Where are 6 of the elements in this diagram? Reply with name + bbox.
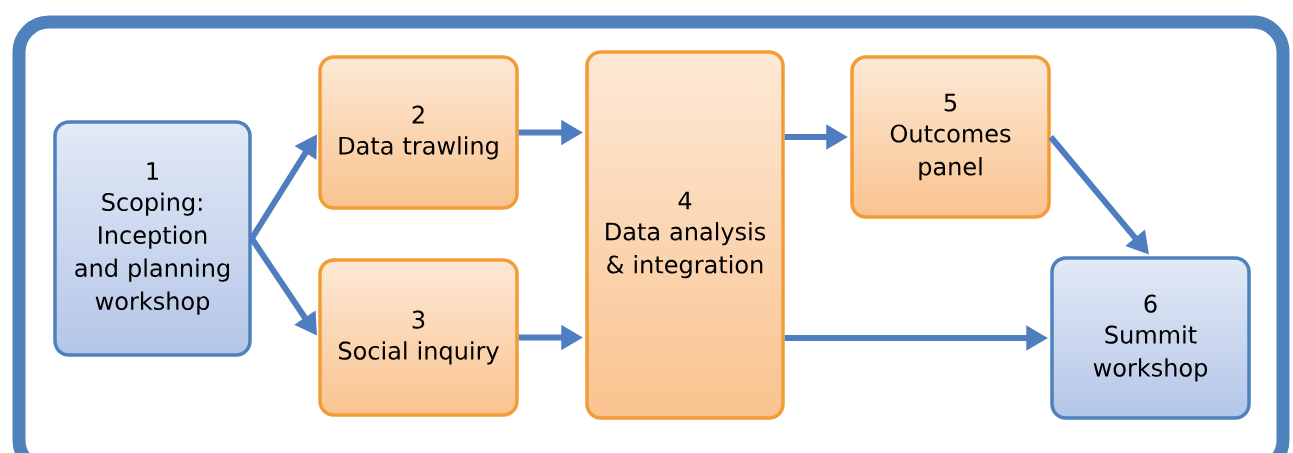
process-box: 4 Data analysis & integration: [585, 50, 785, 420]
process-box: 2 Data trawling: [318, 55, 519, 210]
process-box: 5 Outcomes panel: [850, 55, 1051, 219]
process-box: 1 Scoping: Inception and planning workshop: [53, 120, 252, 357]
process-box: 3 Social inquiry: [318, 258, 519, 417]
process-box: 6 Summit workshop: [1050, 256, 1251, 420]
